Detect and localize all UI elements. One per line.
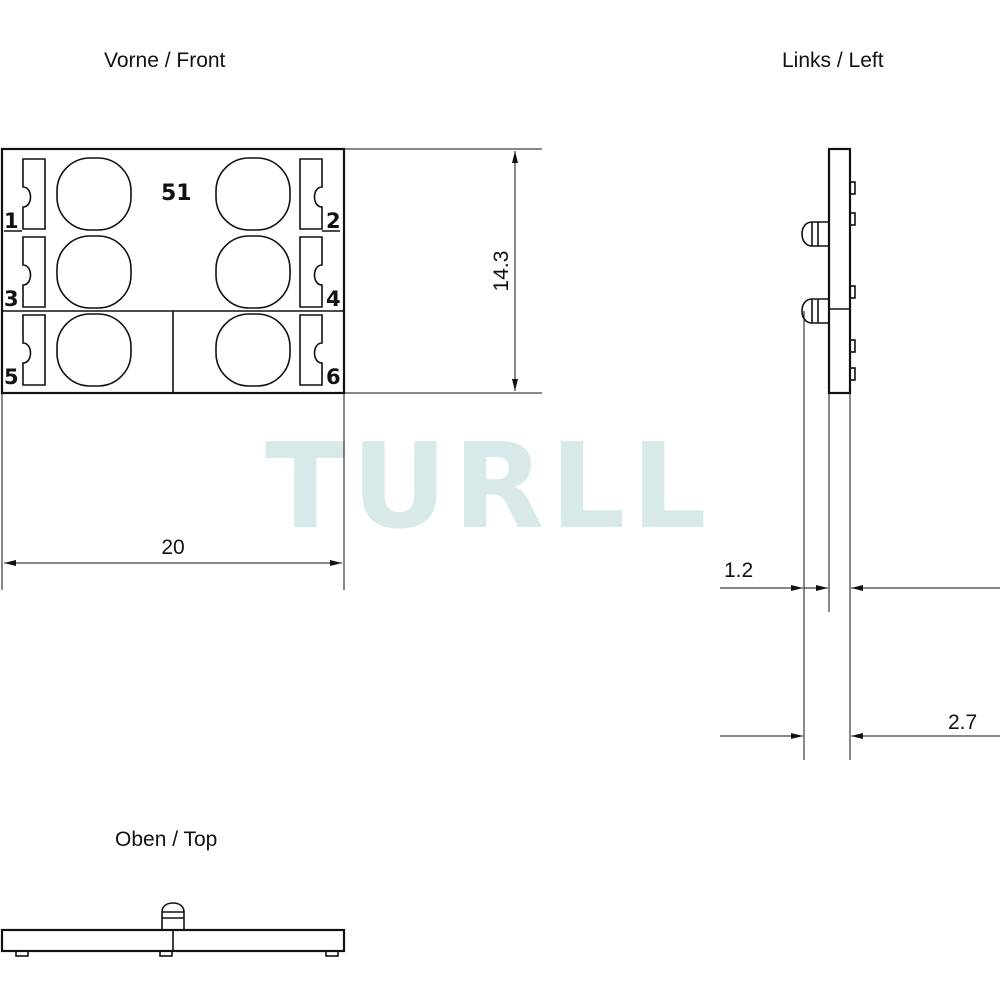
dimension-height: 14.3: [344, 148, 542, 394]
left-view: [801, 147, 856, 395]
pin-label-3: 3: [4, 287, 19, 311]
pin-label-5: 5: [4, 365, 19, 389]
contact-oval: [215, 313, 291, 387]
dimension-thickness-b: 2.7: [720, 711, 1000, 739]
dim-height-value: 14.3: [490, 251, 513, 292]
dim-thickness-b-value: 2.7: [948, 711, 977, 734]
front-view: 1 2 3 4 5 6 51: [0, 147, 346, 395]
top-view: [0, 902, 346, 957]
contact-oval: [215, 157, 291, 231]
pin-label-1: 1: [4, 209, 19, 233]
part-marking: 51: [161, 181, 192, 206]
terminal-5: [22, 314, 46, 386]
contact-oval: [56, 313, 132, 387]
dimension-thickness-a: 1.2: [720, 311, 1000, 760]
terminal-3: [22, 236, 46, 308]
terminal-4: [299, 236, 323, 308]
terminal-6: [299, 314, 323, 386]
terminal-2: [299, 158, 323, 230]
contact-oval: [215, 235, 291, 309]
pin-label-2: 2: [326, 209, 341, 233]
watermark: TURLL: [265, 417, 713, 555]
pin-label-6: 6: [326, 365, 341, 389]
contact-oval: [56, 235, 132, 309]
view-title-left: Links / Left: [782, 49, 884, 72]
pin-label-4: 4: [326, 287, 341, 311]
top-pin: [161, 902, 185, 930]
left-plate: [827, 147, 852, 395]
dim-thickness-a-value: 1.2: [724, 559, 753, 582]
view-title-front: Vorne / Front: [104, 49, 226, 72]
contact-oval: [56, 157, 132, 231]
left-pin-lower: [801, 298, 829, 324]
dim-width-value: 20: [161, 536, 184, 559]
view-title-top: Oben / Top: [115, 828, 217, 851]
terminal-1: [22, 158, 46, 230]
left-pin-upper: [801, 221, 829, 247]
dimension-width: 20: [1, 393, 345, 590]
